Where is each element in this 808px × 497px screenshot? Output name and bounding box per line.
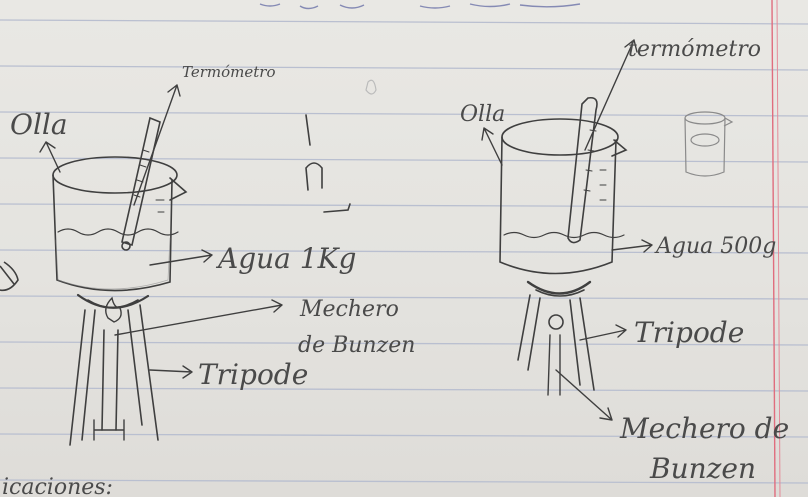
label-agua-left: Agua 1Kg <box>215 242 356 275</box>
arrow-to-mechero-right <box>556 370 612 420</box>
label-mechero-right-2: Bunzen <box>649 452 756 485</box>
arrow-to-olla-right <box>482 128 502 165</box>
arrow-to-agua-left <box>150 250 212 265</box>
arrow-to-tripode-right <box>580 325 626 340</box>
right-arrows <box>482 40 652 420</box>
right-pot <box>500 119 626 274</box>
small-beaker-doodle <box>685 112 732 176</box>
label-termometro-right: termómetro <box>628 37 761 62</box>
label-tripode-right: Tripode <box>634 316 744 349</box>
label-olla-right: Olla <box>460 102 505 127</box>
middle-doodle <box>306 80 376 212</box>
left-pot <box>53 157 186 291</box>
label-olla-left: Olla <box>10 108 68 141</box>
label-tripode-left: Tripode <box>198 358 308 391</box>
left-tripod <box>70 305 158 445</box>
label-mechero-right-1: Mechero de <box>619 412 789 445</box>
left-apparatus <box>53 118 186 445</box>
right-apparatus <box>500 98 626 395</box>
top-cutoff-writing <box>260 4 580 9</box>
arrow-to-agua-right <box>612 240 652 252</box>
edge-fragment <box>0 262 18 290</box>
label-bottom-fragment: icaciones: <box>2 475 113 497</box>
label-mechero-left-2: de Bunzen <box>298 333 415 358</box>
arrow-to-tripode-left <box>150 366 192 378</box>
right-tripod <box>518 295 594 390</box>
label-termometro-left: Termómetro <box>182 63 275 81</box>
arrow-to-olla-left <box>40 142 60 172</box>
arrow-to-termometro-left <box>134 85 180 205</box>
label-mechero-left-1: Mechero <box>299 297 399 322</box>
label-agua-right: Agua 500g <box>654 234 776 259</box>
